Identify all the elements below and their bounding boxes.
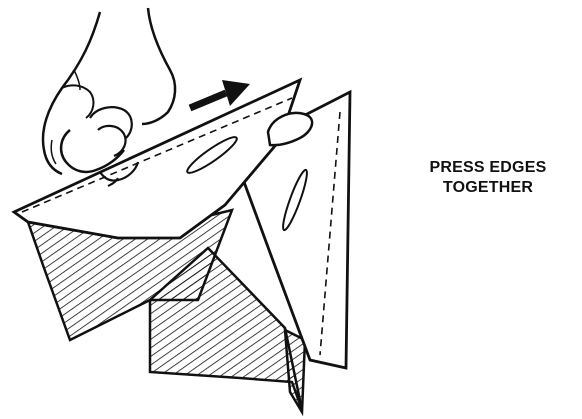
press-edges-instruction: PRESS EDGES TOGETHER xyxy=(408,158,568,198)
instruction-line-1: PRESS EDGES xyxy=(408,158,568,178)
instruction-line-2: TOGETHER xyxy=(408,178,568,198)
arrow-right-up-icon xyxy=(190,80,250,108)
